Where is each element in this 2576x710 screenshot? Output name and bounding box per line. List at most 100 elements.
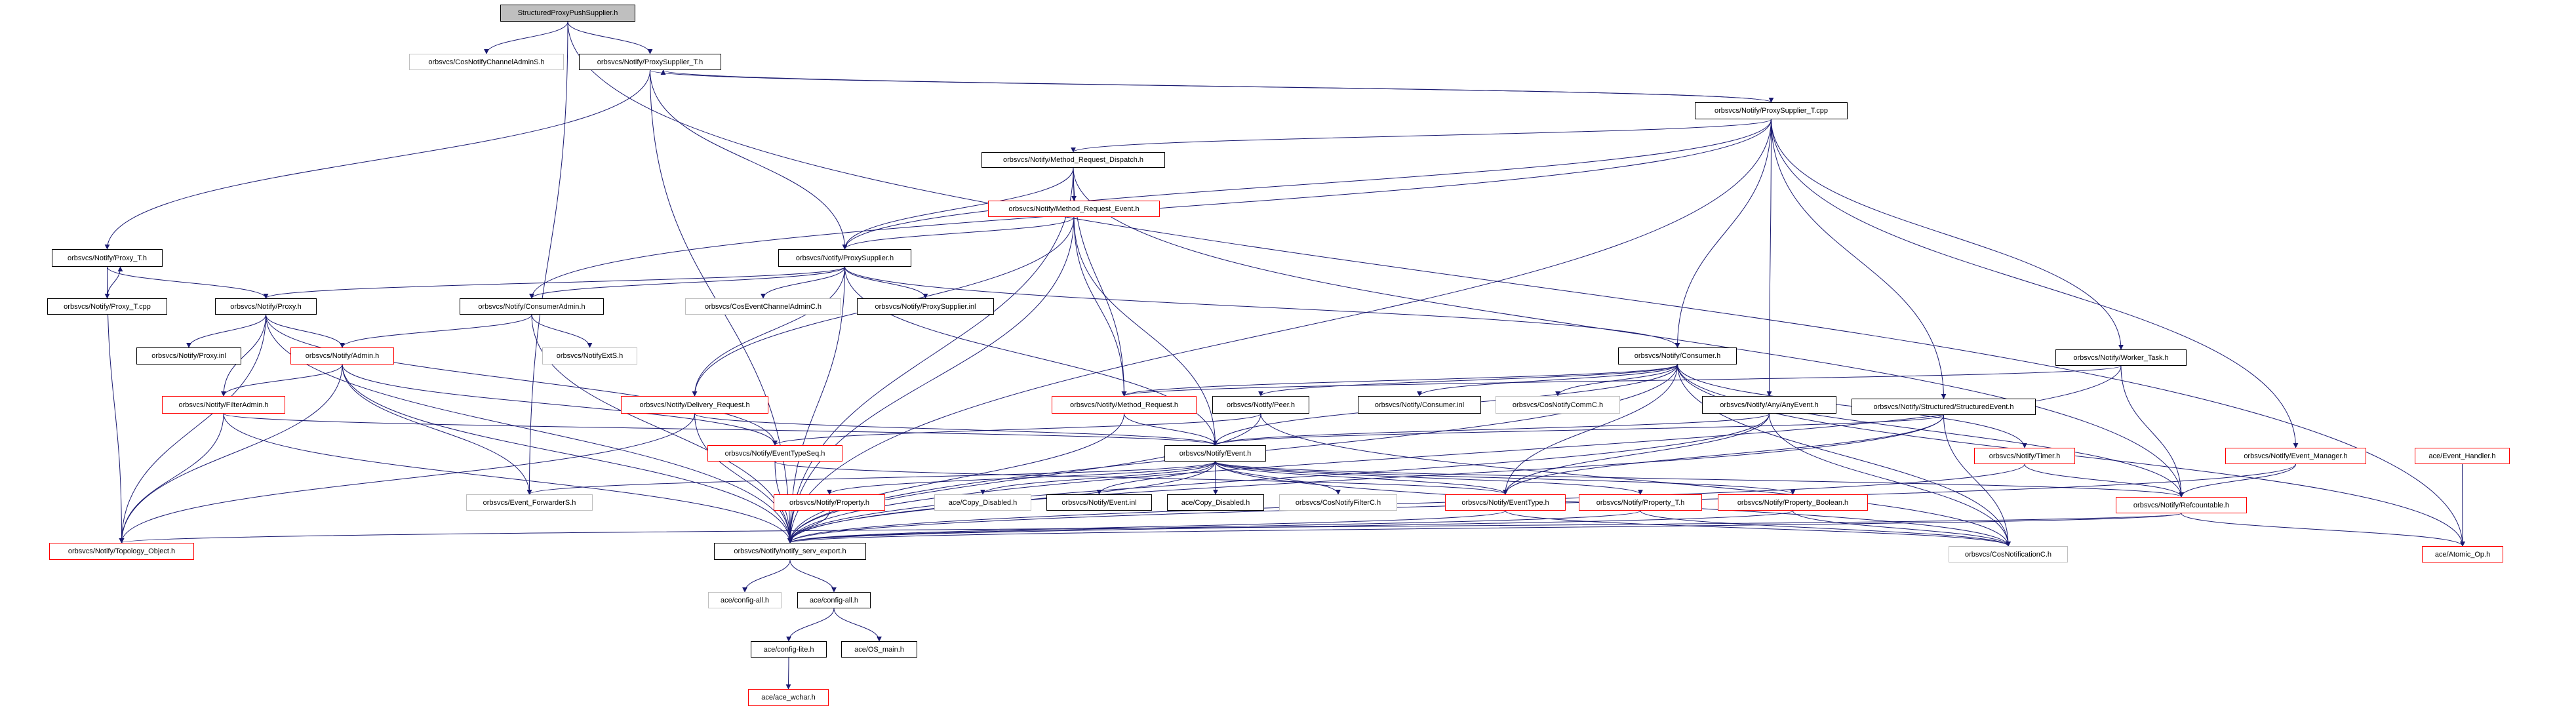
- edge-peer-to-export: [787, 413, 1261, 543]
- edge-psT_cpp-to-mrd: [1071, 119, 1772, 153]
- edge-filteradmin-to-event: [223, 413, 1218, 446]
- graph-node-cecac: orbsvcs/CosEventChannelAdminC.h: [685, 298, 841, 315]
- graph-node-ps_inl[interactable]: orbsvcs/Notify/ProxySupplier.inl: [857, 298, 994, 315]
- edge-mre-to-event: [1073, 216, 1218, 446]
- graph-node-structevent[interactable]: orbsvcs/Notify/Structured/StructuredEven…: [1852, 399, 2036, 415]
- edge-worker-to-export: [787, 365, 2122, 543]
- edge-psT_h-to-proxyT_h: [104, 69, 650, 250]
- edge-delivery-to-topo: [119, 413, 695, 543]
- graph-node-mre[interactable]: orbsvcs/Notify/Method_Request_Event.h: [988, 201, 1160, 217]
- graph-node-proxy_inl[interactable]: orbsvcs/Notify/Proxy.inl: [136, 347, 241, 365]
- edge-ps_h-to-ps_inl: [844, 266, 928, 299]
- edge-refc-to-topo: [119, 513, 2182, 543]
- graph-node-timer[interactable]: orbsvcs/Notify/Timer.h: [1974, 448, 2075, 464]
- edge-timer-to-refc: [2024, 463, 2184, 498]
- edge-psT_cpp-to-structevent: [1771, 119, 1947, 399]
- edge-export-to-cfgall2: [789, 559, 837, 593]
- graph-node-evhandler[interactable]: ace/Event_Handler.h: [2415, 448, 2510, 464]
- edge-anyevent-to-event: [1212, 413, 1770, 446]
- edge-consumer-to-peer: [1258, 364, 1678, 397]
- graph-node-cadmin[interactable]: orbsvcs/Notify/ConsumerAdmin.h: [460, 298, 604, 315]
- edge-cadmin-to-admin: [340, 314, 532, 348]
- graph-node-propT[interactable]: orbsvcs/Notify/Property_T.h: [1579, 494, 1702, 511]
- edge-proxyT_h-to-proxy_h: [107, 266, 269, 299]
- edge-mrd-to-export: [787, 167, 1074, 543]
- graph-node-property[interactable]: orbsvcs/Notify/Property.h: [774, 494, 885, 511]
- edge-root-to-fwdS: [526, 21, 568, 495]
- graph-node-cfglite[interactable]: ace/config-lite.h: [751, 641, 827, 658]
- edge-event-to-event_inl: [1096, 461, 1216, 495]
- edge-structevent-to-event: [1212, 414, 1944, 446]
- graph-node-proxyT_h[interactable]: orbsvcs/Notify/Proxy_T.h: [52, 249, 163, 267]
- edge-delivery-to-export: [694, 413, 793, 543]
- edge-psT_cpp-to-ps_h: [842, 119, 1772, 250]
- edge-root-to-chanadmS: [484, 21, 568, 54]
- graph-node-evmgr[interactable]: orbsvcs/Notify/Event_Manager.h: [2225, 448, 2366, 464]
- edge-consumer-to-refc: [1677, 364, 2184, 498]
- graph-node-proxy_h[interactable]: orbsvcs/Notify/Proxy.h: [215, 298, 317, 315]
- edge-admin-to-export: [342, 364, 793, 543]
- graph-node-cfgall1: ace/config-all.h: [708, 592, 782, 608]
- graph-node-anyevent[interactable]: orbsvcs/Notify/Any/AnyEvent.h: [1702, 396, 1836, 414]
- graph-node-propB[interactable]: orbsvcs/Notify/Property_Boolean.h: [1718, 494, 1868, 511]
- edge-consumer-to-mreq: [1121, 364, 1678, 397]
- edge-proxy_h-to-topo: [119, 314, 266, 543]
- graph-node-consumer[interactable]: orbsvcs/Notify/Consumer.h: [1618, 347, 1737, 365]
- edge-event-to-propB: [1215, 461, 1796, 495]
- edge-psT_cpp-to-anyevent: [1766, 119, 1772, 397]
- graph-node-admin[interactable]: orbsvcs/Notify/Admin.h: [290, 347, 394, 365]
- graph-node-atomic[interactable]: ace/Atomic_Op.h: [2422, 546, 2503, 562]
- graph-node-refc[interactable]: orbsvcs/Notify/Refcountable.h: [2116, 497, 2247, 513]
- edge-psT_cpp-to-psT_h: [661, 69, 1772, 103]
- graph-node-psT_cpp[interactable]: orbsvcs/Notify/ProxySupplier_T.cpp: [1695, 102, 1848, 119]
- edge-structevent-to-eventtype: [1503, 414, 1944, 495]
- graph-node-mreq[interactable]: orbsvcs/Notify/Method_Request.h: [1052, 396, 1197, 414]
- edge-eventtype-to-export: [787, 510, 1506, 543]
- edge-proxy_h-to-filteradmin: [221, 314, 266, 397]
- graph-node-export[interactable]: orbsvcs/Notify/notify_serv_export.h: [714, 543, 866, 560]
- edge-cfgall2-to-cfglite: [786, 608, 835, 642]
- graph-node-ps_h[interactable]: orbsvcs/Notify/ProxySupplier.h: [778, 249, 911, 267]
- edge-consumer-to-cosnotC: [1677, 364, 2011, 547]
- graph-node-proxyT_cpp[interactable]: orbsvcs/Notify/Proxy_T.cpp: [47, 298, 167, 315]
- graph-node-root[interactable]: StructuredProxyPushSupplier.h: [500, 5, 635, 22]
- edge-psT_h-to-ps_h: [650, 69, 848, 250]
- edge-psT_cpp-to-evmgr: [1771, 119, 2299, 448]
- graph-node-topo[interactable]: orbsvcs/Notify/Topology_Object.h: [49, 543, 194, 560]
- edge-refc-to-atomic: [2181, 513, 2465, 547]
- edge-admin-to-filteradmin: [221, 364, 343, 397]
- graph-node-osmain[interactable]: ace/OS_main.h: [841, 641, 917, 658]
- graph-node-mrd[interactable]: orbsvcs/Notify/Method_Request_Dispatch.h: [981, 152, 1165, 168]
- edge-worker-to-refc: [2120, 365, 2184, 498]
- edge-propT-to-cosnotC: [1640, 510, 2011, 547]
- edge-cadmin-to-extS: [531, 314, 593, 348]
- edge-delivery-to-event: [694, 413, 1218, 446]
- graph-node-wchar[interactable]: ace/ace_wchar.h: [748, 689, 829, 706]
- edge-worker-to-mreq: [1121, 365, 2122, 397]
- edge-mre-to-export: [787, 216, 1075, 543]
- edge-mre-to-mreq: [1073, 216, 1127, 397]
- graph-node-peer[interactable]: orbsvcs/Notify/Peer.h: [1212, 396, 1309, 414]
- graph-node-event_inl[interactable]: orbsvcs/Notify/Event.inl: [1046, 494, 1152, 511]
- graph-node-ets[interactable]: orbsvcs/Notify/EventTypeSeq.h: [707, 445, 842, 462]
- graph-node-worker[interactable]: orbsvcs/Notify/Worker_Task.h: [2055, 349, 2187, 366]
- graph-node-delivery[interactable]: orbsvcs/Notify/Delivery_Request.h: [621, 396, 768, 414]
- edge-event-to-refc: [1215, 461, 2184, 498]
- edge-proxy_h-to-ets: [266, 314, 778, 446]
- graph-node-copy2[interactable]: ace/Copy_Disabled.h: [1167, 494, 1264, 511]
- graph-node-fwdS: orbsvcs/Event_ForwarderS.h: [466, 494, 593, 511]
- edge-ps_h-to-cadmin: [529, 266, 845, 299]
- graph-node-cfgall2[interactable]: ace/config-all.h: [797, 592, 871, 608]
- graph-node-event[interactable]: orbsvcs/Notify/Event.h: [1164, 445, 1266, 462]
- graph-node-eventtype[interactable]: orbsvcs/Notify/EventType.h: [1445, 494, 1566, 511]
- edge-event-to-fwdS: [526, 461, 1216, 495]
- edge-export-to-cfgall1: [742, 559, 791, 593]
- graph-node-extS: orbsvcs/NotifyExtS.h: [542, 347, 637, 365]
- edge-ps_h-to-proxy_h: [263, 266, 845, 299]
- graph-node-cons_inl[interactable]: orbsvcs/Notify/Consumer.inl: [1358, 396, 1481, 414]
- edge-mreq-to-export: [787, 413, 1124, 543]
- graph-node-psT_h[interactable]: orbsvcs/Notify/ProxySupplier_T.h: [579, 54, 721, 70]
- edge-admin-to-topo: [119, 364, 343, 543]
- graph-node-filteradmin[interactable]: orbsvcs/Notify/FilterAdmin.h: [162, 396, 285, 414]
